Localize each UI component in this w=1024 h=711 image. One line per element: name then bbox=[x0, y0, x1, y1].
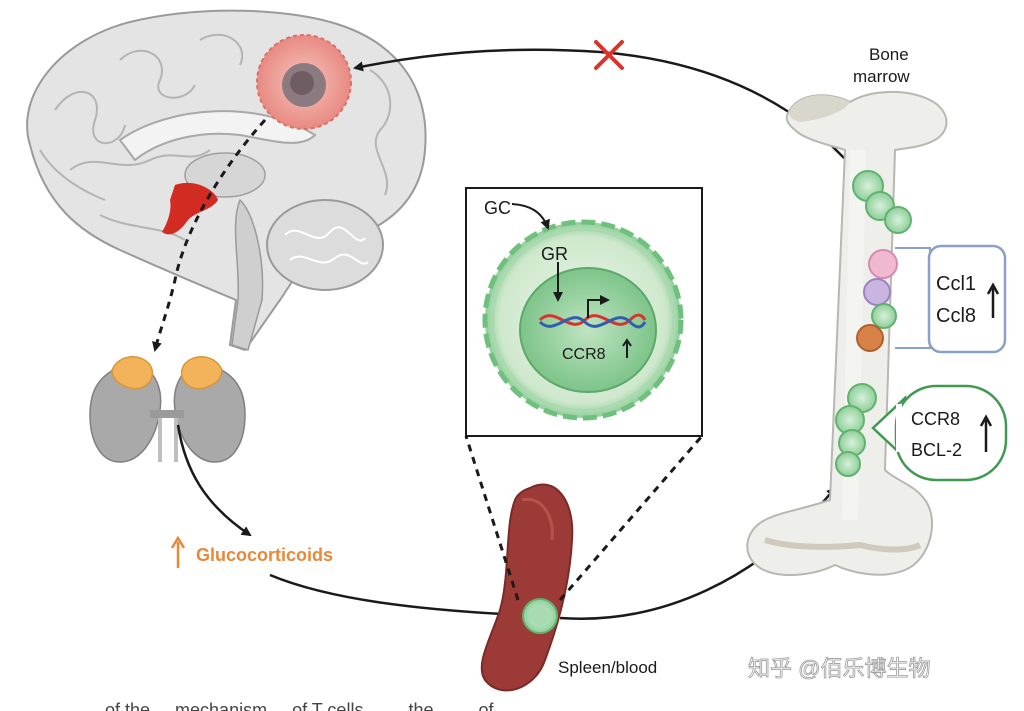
dna-helix-icon bbox=[538, 313, 647, 329]
right-kidney bbox=[168, 356, 246, 463]
bone-marrow-label-line1: Bone bbox=[869, 45, 909, 64]
gc-to-gr-arrow bbox=[511, 203, 550, 230]
left-adrenal-gland bbox=[111, 356, 154, 390]
gr-label: GR bbox=[541, 244, 568, 264]
bone-marrow-myeloid-cells bbox=[856, 249, 898, 352]
thalamus bbox=[184, 152, 266, 198]
transcription-arrow bbox=[587, 295, 610, 318]
right-adrenal-gland bbox=[180, 356, 223, 390]
brainstem bbox=[231, 198, 264, 351]
spleen-illustration bbox=[480, 483, 574, 692]
zoom-line-left bbox=[464, 435, 520, 601]
ccr8-label: CCR8 bbox=[911, 409, 960, 429]
brain-gyri bbox=[39, 33, 392, 241]
bone-marrow-t-cells-upper bbox=[852, 170, 912, 234]
ccr8-bcl2-callout: CCR8 BCL-2 bbox=[871, 384, 1008, 482]
hypothalamus-pituitary bbox=[162, 182, 218, 235]
left-kidney bbox=[89, 356, 168, 463]
red-x-icon bbox=[594, 40, 624, 70]
ccr8-inset-label: CCR8 bbox=[562, 346, 606, 363]
spleen-t-cell bbox=[522, 598, 558, 634]
gc-to-spleen-arrow bbox=[269, 573, 522, 620]
ccl-callout: Ccl1 Ccl8 bbox=[895, 244, 1007, 354]
bone-to-brain-arrow bbox=[353, 48, 856, 171]
ccl8-label: Ccl8 bbox=[936, 305, 976, 327]
glucocorticoids-label: Glucocorticoids bbox=[196, 545, 333, 565]
kidney-to-gc-arrow bbox=[176, 424, 252, 537]
caption-fragment: ...of the ... mechanism ... of T cells .… bbox=[90, 700, 554, 711]
inset-box: GC GR CCR8 bbox=[465, 187, 703, 437]
corpus-callosum bbox=[118, 110, 317, 162]
brain-illustration bbox=[26, 9, 427, 352]
cerebellum bbox=[266, 199, 384, 291]
ccl1-label: Ccl1 bbox=[936, 273, 976, 295]
bone-marrow-t-cells-lower bbox=[835, 383, 877, 477]
brain-tumor bbox=[256, 34, 352, 130]
nucleus bbox=[519, 267, 657, 393]
spleen-blood-label: Spleen/blood bbox=[558, 658, 657, 677]
bone-illustration bbox=[746, 91, 948, 577]
gc-label: GC bbox=[484, 198, 511, 218]
bone-marrow-label-line2: marrow bbox=[853, 67, 910, 86]
zoom-line-right bbox=[558, 435, 704, 601]
watermark-text: 知乎 @佰乐博生物 bbox=[748, 656, 930, 681]
glucocorticoids-label-group: Glucocorticoids bbox=[170, 535, 333, 568]
bcl2-label: BCL-2 bbox=[911, 440, 962, 460]
